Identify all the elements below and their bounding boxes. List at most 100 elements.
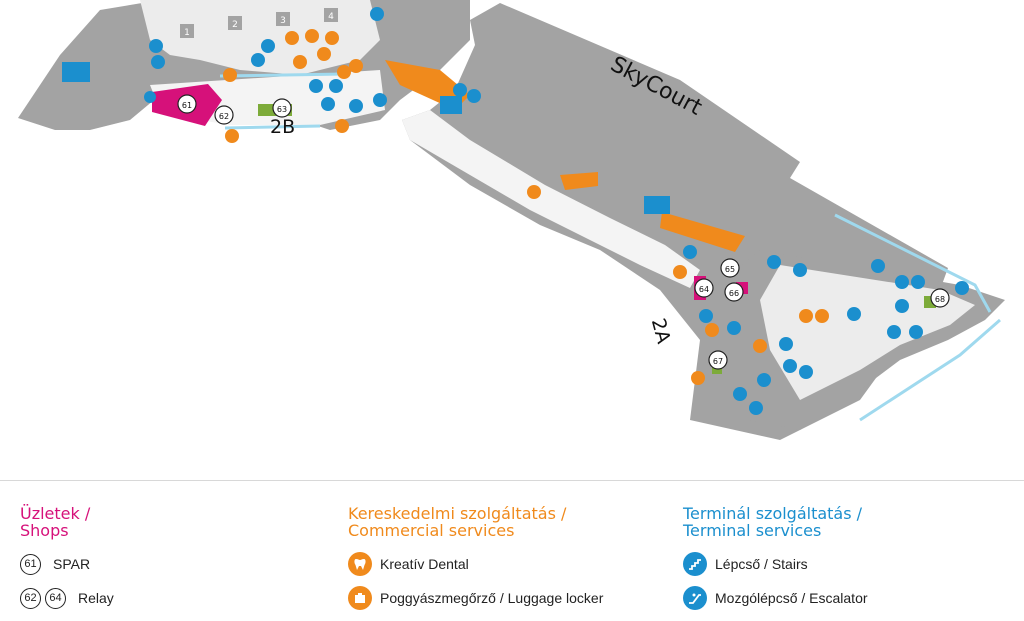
escalator-icon[interactable]	[767, 255, 781, 269]
shop-marker-65[interactable]: 65	[720, 258, 740, 278]
airport-floor-map[interactable]: 1 2 3 4	[0, 0, 1024, 480]
shop-marker-64[interactable]: 64	[694, 278, 714, 298]
legend-item-label: Relay	[78, 590, 114, 606]
restroom-icon[interactable]	[887, 325, 901, 339]
service-icons	[144, 7, 969, 415]
legend-item-spar[interactable]: 61 SPAR	[20, 553, 340, 575]
legend-commercial: Kereskedelmi szolgáltatás / Commercial s…	[348, 505, 668, 621]
bus-icon[interactable]	[527, 185, 541, 199]
heart-icon[interactable]	[699, 309, 713, 323]
gate-number: 1	[184, 28, 190, 38]
escalator-icon[interactable]	[321, 97, 335, 111]
info-icon[interactable]	[144, 91, 156, 103]
camera-icon[interactable]	[779, 337, 793, 351]
accessible-icon[interactable]	[453, 83, 467, 97]
phone-icon[interactable]	[733, 387, 747, 401]
heading-en: Terminal services	[683, 521, 822, 540]
floor-plan-svg: 1 2 3 4	[18, 0, 1005, 440]
legend-item-label: Lépcső / Stairs	[715, 556, 808, 572]
bag-icon[interactable]	[223, 68, 237, 82]
car-icon[interactable]	[335, 119, 349, 133]
info-icon[interactable]	[895, 299, 909, 313]
svg-text:63: 63	[277, 105, 287, 114]
shop-icon[interactable]	[305, 29, 319, 43]
legend-item-dental[interactable]: Kreatív Dental	[348, 552, 668, 576]
svg-text:66: 66	[729, 289, 739, 298]
commercial-block-2a[interactable]	[660, 212, 745, 252]
legend-item-luggage-locker[interactable]: Poggyászmegőrző / Luggage locker	[348, 586, 668, 610]
car-icon[interactable]	[673, 265, 687, 279]
accessible-icon[interactable]	[909, 325, 923, 339]
shop-number-badge: 64	[45, 587, 66, 609]
bag-icon[interactable]	[705, 323, 719, 337]
phone-icon[interactable]	[793, 263, 807, 277]
shop-marker-68[interactable]: 68	[930, 288, 950, 308]
legend-commercial-heading: Kereskedelmi szolgáltatás / Commercial s…	[348, 505, 668, 541]
stairs-icon[interactable]	[349, 99, 363, 113]
legend-item-stairs[interactable]: Lépcső / Stairs	[683, 552, 1003, 576]
shop-icon[interactable]	[753, 339, 767, 353]
shop-icon[interactable]	[317, 47, 331, 61]
baby-icon[interactable]	[727, 321, 741, 335]
accessible-icon[interactable]	[149, 39, 163, 53]
svg-text:64: 64	[699, 285, 709, 294]
svg-text:62: 62	[219, 112, 229, 121]
phone-icon[interactable]	[309, 79, 323, 93]
luggage-locker-icon	[348, 586, 372, 610]
phone-icon[interactable]	[261, 39, 275, 53]
terminal-service-tile[interactable]	[440, 96, 462, 114]
shop-icon[interactable]	[337, 65, 351, 79]
pier-2b-glass	[219, 72, 346, 78]
gate-number: 4	[328, 12, 334, 22]
terminal-service-tile[interactable]	[62, 62, 90, 82]
legend-divider	[0, 480, 1024, 481]
pier-2a-glass	[834, 213, 992, 313]
restroom-icon[interactable]	[467, 89, 481, 103]
accessible-icon[interactable]	[799, 365, 813, 379]
stairs-icon[interactable]	[683, 245, 697, 259]
shop-marker-63[interactable]: 63	[272, 98, 292, 118]
legend-item-relay[interactable]: 62 64 Relay	[20, 587, 340, 609]
skycourt-corridor	[402, 110, 700, 288]
baby-icon[interactable]	[329, 79, 343, 93]
restroom-icon[interactable]	[151, 55, 165, 69]
heading-en: Commercial services	[348, 521, 515, 540]
shop-marker-61[interactable]: 61	[177, 94, 197, 114]
shop-icon[interactable]	[293, 55, 307, 69]
stairs-icon[interactable]	[955, 281, 969, 295]
camera-icon[interactable]	[871, 259, 885, 273]
heart-icon[interactable]	[349, 59, 363, 73]
commercial-block-skycourt[interactable]	[560, 172, 598, 190]
svg-text:61: 61	[182, 101, 192, 110]
shop-icon[interactable]	[285, 31, 299, 45]
phone-icon[interactable]	[373, 93, 387, 107]
tooth-icon	[348, 552, 372, 576]
shop-marker-62[interactable]: 62	[214, 105, 234, 125]
legend-item-escalator[interactable]: Mozgólépcső / Escalator	[683, 586, 1003, 610]
legend-terminal: Terminál szolgáltatás / Terminal service…	[683, 505, 1003, 621]
heading-hu: Terminál szolgáltatás /	[683, 504, 863, 523]
legend-item-label: Mozgólépcső / Escalator	[715, 590, 868, 606]
shop-marker-66[interactable]: 66	[724, 282, 744, 302]
luggage-icon[interactable]	[251, 53, 265, 67]
shop-icon[interactable]	[815, 309, 829, 323]
legend-shops-heading: Üzletek / Shops	[20, 505, 340, 541]
restroom-icon[interactable]	[895, 275, 909, 289]
shop-icon[interactable]	[325, 31, 339, 45]
camera-icon[interactable]	[847, 307, 861, 321]
info-icon[interactable]	[749, 401, 763, 415]
restroom-icon[interactable]	[783, 359, 797, 373]
restroom-icon[interactable]	[757, 373, 771, 387]
heading-en: Shops	[20, 521, 69, 540]
terminal-service-tile[interactable]	[644, 196, 670, 214]
accessible-icon[interactable]	[911, 275, 925, 289]
car-icon[interactable]	[691, 371, 705, 385]
legend-item-label: SPAR	[53, 556, 91, 572]
gate-box	[228, 16, 242, 30]
camera-icon[interactable]	[370, 7, 384, 21]
car-icon[interactable]	[225, 129, 239, 143]
shop-marker-67[interactable]: 67	[708, 350, 728, 370]
heading-hu: Kereskedelmi szolgáltatás /	[348, 504, 567, 523]
shop-icon[interactable]	[799, 309, 813, 323]
shop-number-badge: 61	[20, 553, 41, 575]
